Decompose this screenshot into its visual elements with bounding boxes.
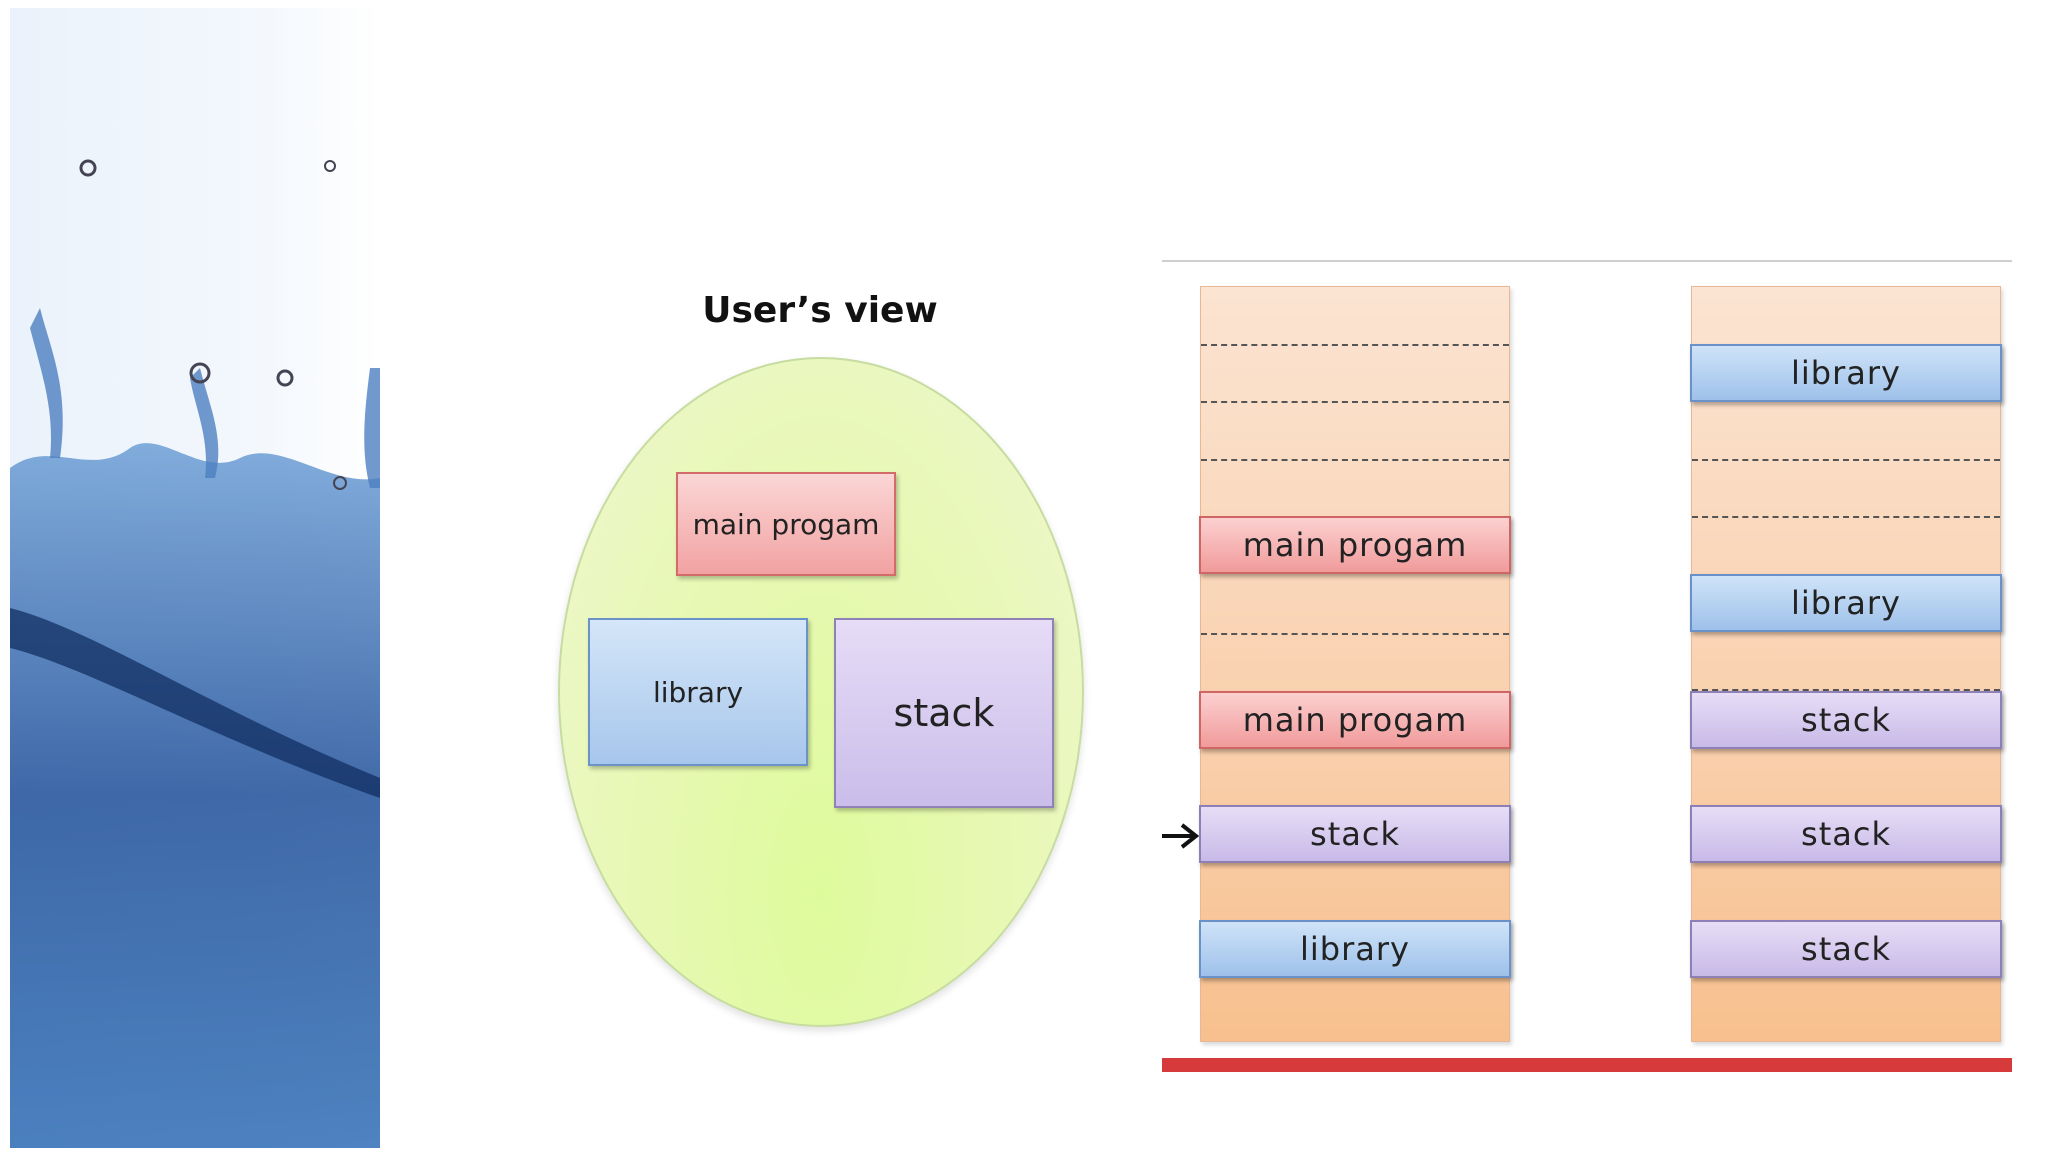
dashed-divider bbox=[1201, 633, 1509, 635]
water-splash-image bbox=[10, 8, 380, 1148]
dashed-divider bbox=[1692, 459, 2000, 461]
arrow-right-icon bbox=[1162, 823, 1200, 849]
dashed-divider bbox=[1692, 689, 2000, 691]
user-view-stack-box: stack bbox=[834, 618, 1054, 808]
memory-segment-stack: stack bbox=[1690, 920, 2002, 978]
physical-memory-left-column: main progam main progam stack library bbox=[1199, 286, 1511, 1042]
memory-segment-stack: stack bbox=[1690, 691, 2002, 749]
memory-segment-library: library bbox=[1690, 574, 2002, 632]
memory-segment-main-program: main progam bbox=[1199, 516, 1511, 574]
dashed-divider bbox=[1201, 401, 1509, 403]
memory-segment-stack: stack bbox=[1199, 805, 1511, 863]
bottom-red-bar bbox=[1162, 1058, 2012, 1072]
memory-segment-library: library bbox=[1199, 920, 1511, 978]
dashed-divider bbox=[1692, 516, 2000, 518]
dashed-divider bbox=[1201, 344, 1509, 346]
memory-segment-library: library bbox=[1690, 344, 2002, 402]
memory-segment-main-program: main progam bbox=[1199, 691, 1511, 749]
user-view-library-box: library bbox=[588, 618, 808, 766]
physical-memory-right-column: library library stack stack stack bbox=[1690, 286, 2002, 1042]
memory-segment-stack: stack bbox=[1690, 805, 2002, 863]
top-divider-line bbox=[1162, 260, 2012, 262]
user-view-main-program-box: main progam bbox=[676, 472, 896, 576]
dashed-divider bbox=[1201, 459, 1509, 461]
users-view-title: User’s view bbox=[702, 290, 938, 331]
